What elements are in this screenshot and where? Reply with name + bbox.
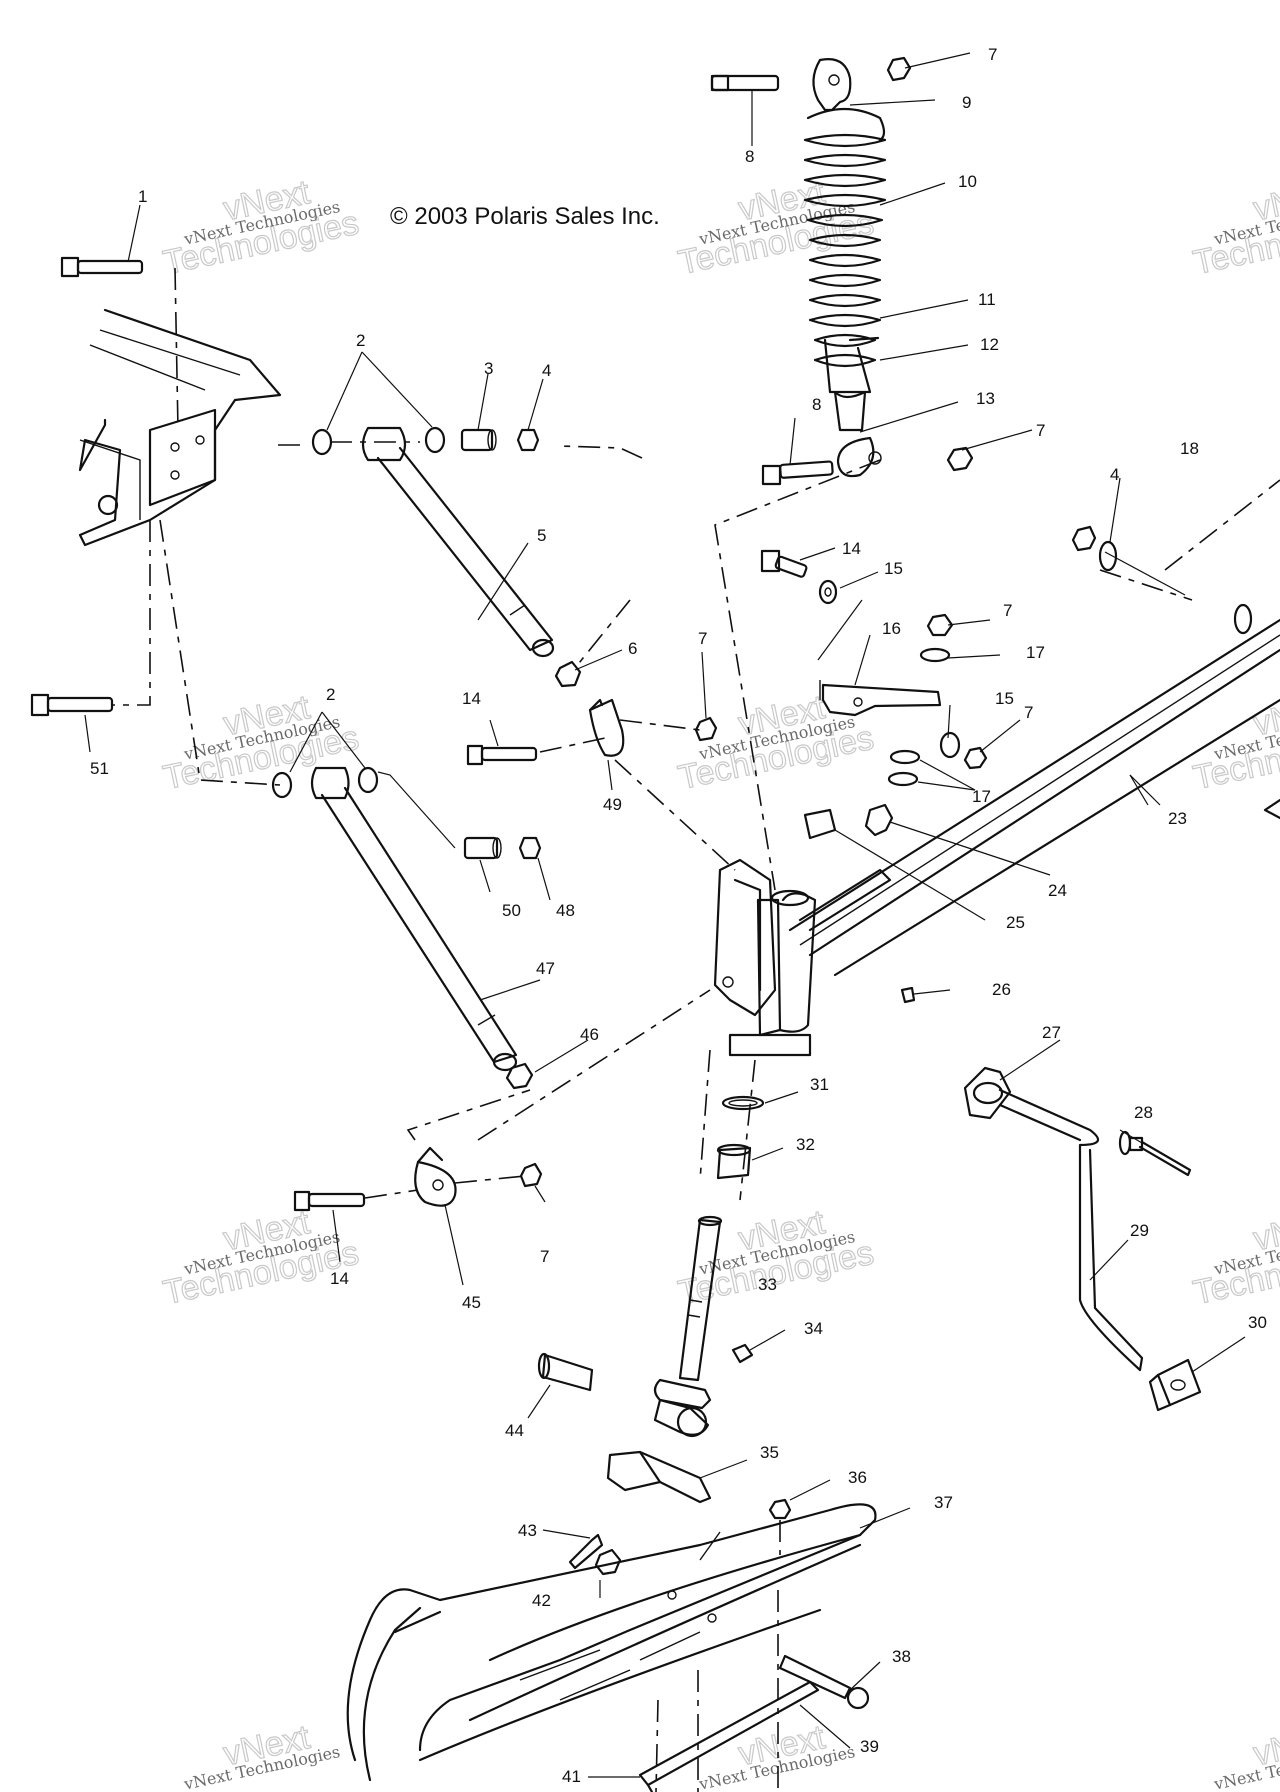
- watermark: vNext Technologies vNext Technologies: [674, 1203, 877, 1313]
- callout-44: 44: [505, 1421, 524, 1440]
- watermark: vNext Technologies vNext Technologies: [1189, 688, 1280, 798]
- callout-8: 8: [812, 395, 821, 414]
- callout-51: 51: [90, 759, 109, 778]
- callout-7: 7: [988, 45, 997, 64]
- watermark: vNext Technologies vNext Technologies: [674, 173, 877, 283]
- spindle: [713, 858, 892, 1057]
- callout-6: 6: [628, 639, 637, 658]
- callout-39: 39: [860, 1737, 879, 1756]
- callout-8: 8: [745, 147, 754, 166]
- frame-bracket: [78, 308, 282, 547]
- callout-13: 13: [976, 389, 995, 408]
- callout-7: 7: [1003, 601, 1012, 620]
- callout-17: 17: [1026, 643, 1045, 662]
- callout-4: 4: [542, 361, 551, 380]
- callout-36: 36: [848, 1468, 867, 1487]
- callout-16: 16: [882, 619, 901, 638]
- callout-27: 27: [1042, 1023, 1061, 1042]
- callout-46: 46: [580, 1025, 599, 1044]
- bolt: [60, 256, 144, 278]
- watermark: vNext vNext Technologies: [181, 1718, 341, 1792]
- callout-48: 48: [556, 901, 575, 920]
- callout-30: 30: [1248, 1313, 1267, 1332]
- callout-9: 9: [962, 93, 971, 112]
- callout-31: 31: [810, 1075, 829, 1094]
- upper-a-arm: [311, 426, 555, 658]
- callout-45: 45: [462, 1293, 481, 1312]
- callout-3: 3: [484, 359, 493, 378]
- callout-43: 43: [518, 1521, 537, 1540]
- callout-29: 29: [1130, 1221, 1149, 1240]
- callout-14: 14: [842, 539, 861, 558]
- parts-artwork: [30, 56, 1280, 1792]
- callout-1: 1: [138, 187, 147, 206]
- ski: [346, 1503, 877, 1782]
- steering-post: [963, 1066, 1144, 1372]
- tie-rod: [788, 618, 1280, 977]
- watermark: vNext Technologies vNext Technologies: [159, 173, 362, 283]
- callout-15: 15: [884, 559, 903, 578]
- steering-arm: [817, 599, 988, 837]
- spindle-shaft: [653, 1215, 723, 1438]
- callout-7: 7: [698, 629, 707, 648]
- callout-7: 7: [1024, 703, 1033, 722]
- rod-end: [588, 698, 625, 757]
- callout-24: 24: [1048, 881, 1067, 900]
- bolt: [30, 693, 114, 717]
- watermark: vNext Technologies vNext Technologies: [1189, 173, 1280, 283]
- watermark: vNext Technologies vNext Technologies: [159, 1203, 362, 1313]
- callout-28: 28: [1134, 1103, 1153, 1122]
- callout-49: 49: [603, 795, 622, 814]
- lower-a-arm: [271, 766, 542, 1072]
- callout-42: 42: [532, 1591, 551, 1610]
- callout-14: 14: [330, 1269, 349, 1288]
- watermark: vNext vNext Technologies: [696, 1718, 856, 1792]
- callout-17: 17: [972, 787, 991, 806]
- callout-11: 11: [978, 290, 996, 309]
- callout-35: 35: [760, 1443, 779, 1462]
- callout-25: 25: [1006, 913, 1025, 932]
- callout-15: 15: [995, 689, 1014, 708]
- callout-10: 10: [958, 172, 977, 191]
- callout-7: 7: [1036, 421, 1045, 440]
- callout-26: 26: [992, 980, 1011, 999]
- callout-23: 23: [1168, 809, 1187, 828]
- watermark: vNext Technologies vNext Technologies: [1189, 1203, 1280, 1313]
- callout-18: 18: [1180, 439, 1199, 458]
- copyright-notice: © 2003 Polaris Sales Inc.: [390, 203, 660, 230]
- callout-37: 37: [934, 1493, 953, 1512]
- callout-numbers: 1 2 3 4 5 6 7 7 7 7 7 7 8 8 9 10 11 12 1…: [90, 45, 1267, 1786]
- shock-absorber: [710, 56, 974, 486]
- callout-41: 41: [562, 1767, 581, 1786]
- callout-38: 38: [892, 1647, 911, 1666]
- leader-lines: [84, 52, 1246, 1778]
- callout-32: 32: [796, 1135, 815, 1154]
- callout-14: 14: [462, 689, 481, 708]
- callout-50: 50: [502, 901, 521, 920]
- callout-4: 4: [1110, 465, 1119, 484]
- callout-7: 7: [540, 1247, 549, 1266]
- callout-5: 5: [537, 526, 546, 545]
- watermark: vNext vNext Technologies: [1211, 1718, 1280, 1792]
- callout-33: 33: [758, 1275, 777, 1294]
- callout-47: 47: [536, 959, 555, 978]
- callout-2: 2: [356, 331, 365, 350]
- callout-34: 34: [804, 1319, 823, 1338]
- callout-12: 12: [980, 335, 999, 354]
- callout-2: 2: [326, 685, 335, 704]
- rod-end: [414, 1146, 457, 1207]
